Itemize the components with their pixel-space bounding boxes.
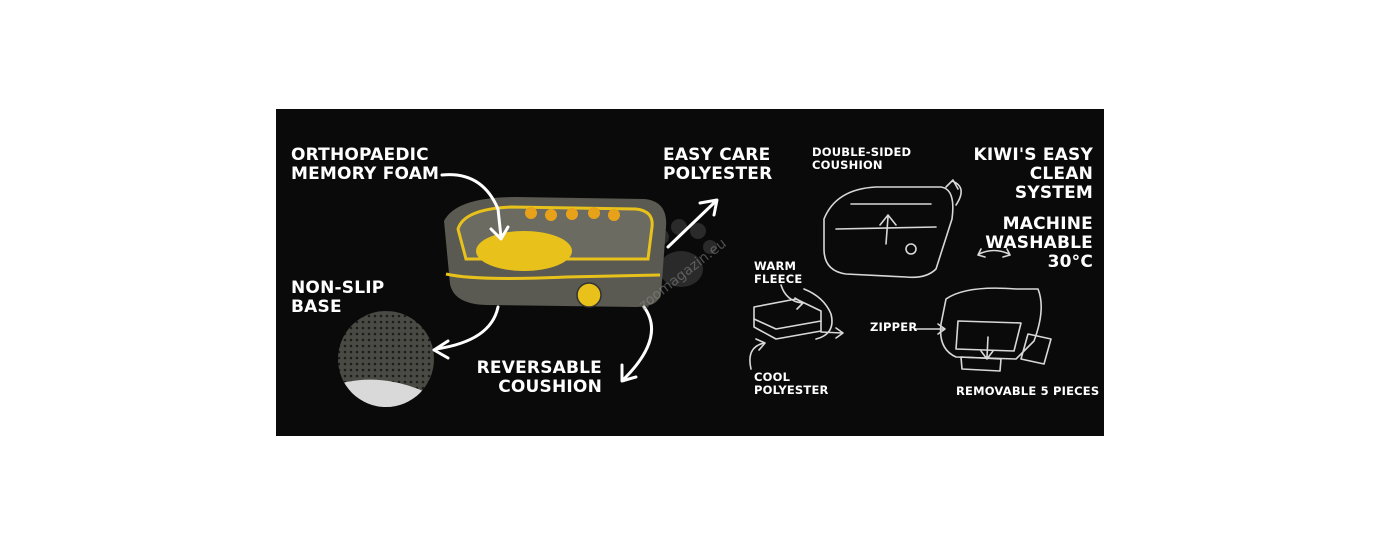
label-zipper: ZIPPER [870, 320, 918, 334]
machine-washable-sketch [939, 248, 1052, 372]
double-sided-cushion-sketch [823, 186, 954, 279]
label-kiwi-system: KIWI'S EASY CLEAN SYSTEM [973, 145, 1093, 204]
label-easy-care: EASY CARE POLYESTER [663, 145, 773, 185]
label-double-sided: DOUBLE-SIDED COUSHION [812, 145, 912, 172]
label-machine-washable: MACHINE WASHABLE 30°C [985, 214, 1093, 273]
arrow-non-slip [432, 305, 500, 360]
arrow-easy-care [666, 198, 719, 249]
arrow-warm-fleece [780, 284, 804, 310]
pet-bed-image [444, 197, 667, 308]
label-removable: REMOVABLE 5 PIECES [956, 384, 1100, 398]
arrow-reversable [620, 305, 653, 383]
label-cool-polyester: COOL POLYESTER [754, 370, 829, 397]
arrow-zipper [915, 323, 946, 335]
label-reversable: REVERSABLE COUSHION [476, 358, 602, 398]
arrow-double-sided [945, 179, 962, 206]
arrow-orthopaedic [440, 173, 510, 241]
label-non-slip: NON-SLIP BASE [291, 278, 385, 318]
product-feature-banner: zoomagazin.eu ORTHOPAEDIC MEMORY FOAM NO… [276, 109, 1104, 436]
arrow-cool-polyester [749, 338, 766, 370]
label-warm-fleece: WARM FLEECE [754, 259, 803, 286]
non-slip-base-image [338, 311, 434, 407]
illustration-layer [338, 173, 1052, 407]
fleece-cushion-sketch [753, 288, 844, 340]
label-orthopaedic: ORTHOPAEDIC MEMORY FOAM [291, 145, 440, 185]
